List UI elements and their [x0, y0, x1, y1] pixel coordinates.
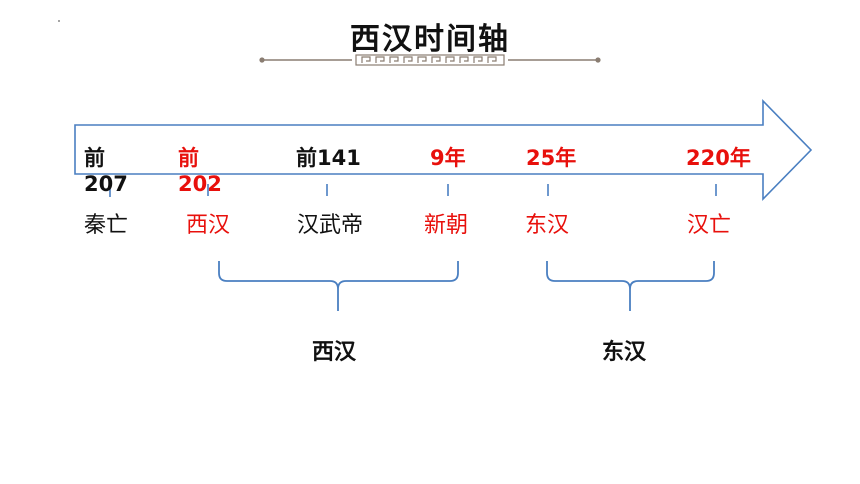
- event-date-eastern-han-founded: 25年: [526, 145, 576, 171]
- event-date-line2: 202: [178, 172, 222, 196]
- tick-marks: [109, 184, 717, 197]
- event-name-emperor-wu: 汉武帝: [297, 213, 364, 238]
- event-name-western-han: 西汉: [186, 213, 231, 238]
- event-date-han-fall: 220年: [686, 145, 751, 171]
- event-date-western-han-founded: 前 202: [178, 145, 222, 197]
- event-date-line1: 220年: [686, 146, 751, 170]
- event-date-line1: 前: [178, 146, 199, 170]
- event-date-line1: 前141: [296, 146, 361, 170]
- event-date-qin-fall: 前 207: [84, 145, 128, 197]
- event-name-han-fall: 汉亡: [687, 213, 732, 238]
- page-title: 西汉时间轴: [350, 22, 510, 57]
- event-date-emperor-wu: 前141: [296, 145, 361, 171]
- period-label-western-han: 西汉: [312, 340, 357, 365]
- period-label-eastern-han: 东汉: [602, 340, 647, 365]
- event-name-xin-dynasty: 新朝: [424, 213, 469, 238]
- event-date-xin-dynasty: 9年: [430, 145, 466, 171]
- event-date-line1: 25年: [526, 146, 577, 170]
- brace-western-han: [218, 261, 459, 311]
- event-name-qin-fall: 秦亡: [84, 213, 129, 238]
- event-name-eastern-han: 东汉: [525, 213, 570, 238]
- timeline-arrow: [74, 99, 813, 201]
- corner-dot: [58, 20, 60, 22]
- event-date-line1: 前: [84, 146, 105, 170]
- event-date-line2: 207: [84, 172, 128, 196]
- event-date-line1: 9年: [430, 146, 466, 170]
- greek-key-ornament-icon: [259, 54, 601, 66]
- brace-eastern-han: [546, 261, 715, 311]
